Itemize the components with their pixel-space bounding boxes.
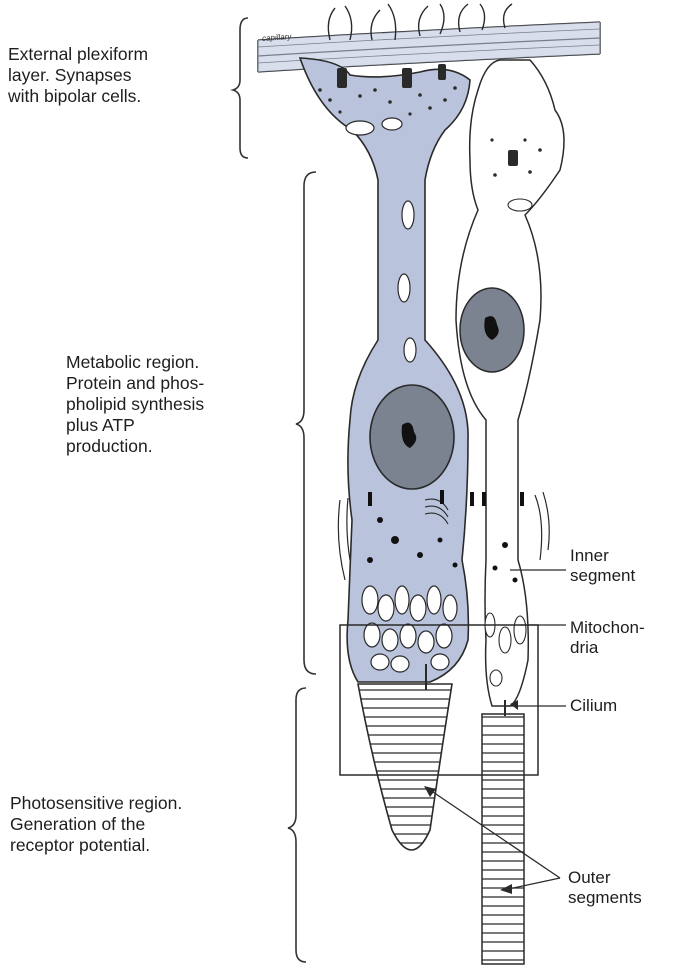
- label-photosensitive-region: Photosensitive region. Generation of the…: [10, 793, 182, 856]
- bracket-photosensitive-region: [288, 688, 306, 962]
- label-outer-segments: Outer segments: [568, 868, 642, 908]
- label-metabolic-region: Metabolic region. Protein and phos- phol…: [66, 352, 204, 457]
- label-mitochondria: Mitochon- dria: [570, 618, 645, 658]
- label-inner-segment: Inner segment: [570, 546, 635, 586]
- rod-mitochondrion-upper: [508, 199, 532, 211]
- cone-cell-body: [300, 58, 470, 682]
- bracket-external-plexiform: [233, 18, 248, 158]
- label-cilium: Cilium: [570, 696, 617, 716]
- cone-outer-segment: [358, 684, 452, 850]
- label-external-plexiform: External plexiform layer. Synapses with …: [8, 44, 148, 107]
- bracket-metabolic-region: [296, 172, 316, 674]
